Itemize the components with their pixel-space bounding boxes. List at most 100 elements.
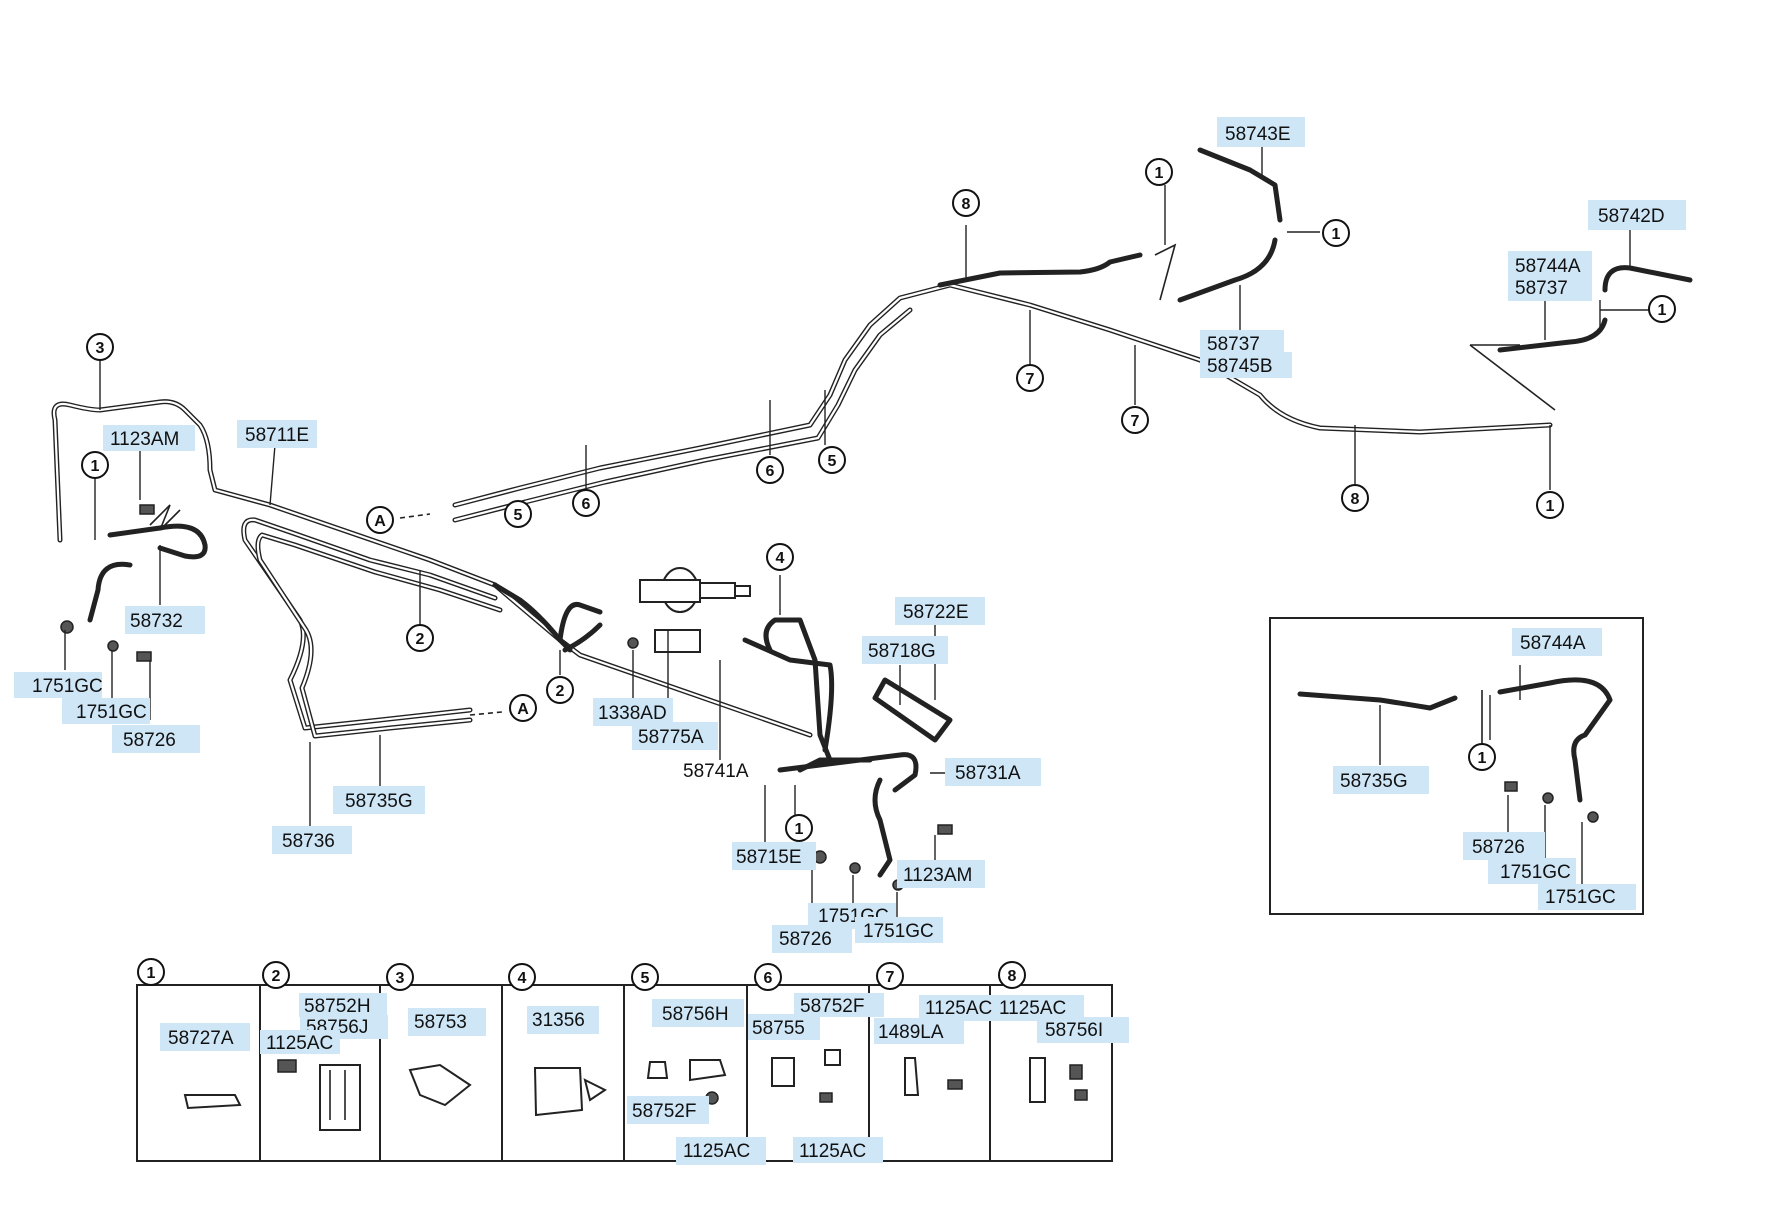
inset-label-58726: 58726 [1463, 832, 1545, 860]
svg-text:4: 4 [776, 550, 785, 567]
legend-label-58752F-6: 58752F [794, 993, 884, 1017]
label-58775A: 58775A [632, 722, 718, 750]
legend-label-1489LA: 1489LA [874, 1018, 964, 1044]
svg-text:58737: 58737 [1515, 278, 1568, 299]
label-58711E: 58711E [237, 420, 317, 448]
label-1751GC-a: 1751GC [14, 672, 103, 698]
svg-text:1: 1 [1155, 165, 1164, 182]
svg-text:7: 7 [886, 969, 895, 986]
svg-text:1751GC: 1751GC [1545, 887, 1616, 908]
legend-label-1125AC-5: 1125AC [676, 1137, 766, 1165]
label-58718G: 58718G [862, 636, 948, 664]
callout-1-a: 1 [1145, 158, 1173, 186]
svg-text:58745B: 58745B [1207, 356, 1273, 377]
svg-text:1125AC: 1125AC [799, 1141, 866, 1162]
svg-text:58726: 58726 [1472, 837, 1525, 858]
svg-text:58756I: 58756I [1045, 1020, 1103, 1041]
svg-text:1338AD: 1338AD [598, 703, 667, 724]
svg-text:58742D: 58742D [1598, 206, 1665, 227]
legend-label-58755: 58755 [748, 1014, 820, 1040]
label-1751GC-d: 1751GC [855, 917, 943, 943]
svg-text:58744A: 58744A [1515, 256, 1581, 277]
callout-5-a: 5 [504, 500, 532, 528]
svg-text:4: 4 [518, 970, 527, 987]
svg-text:58775A: 58775A [638, 727, 704, 748]
svg-text:58737: 58737 [1207, 334, 1260, 355]
inset-label-1751GC-b: 1751GC [1538, 884, 1636, 910]
label-58741A: 58741A [683, 761, 749, 782]
svg-text:1: 1 [147, 965, 156, 982]
label-58726-bot: 58726 [772, 925, 852, 953]
svg-text:58718G: 58718G [868, 641, 936, 662]
svg-text:58735G: 58735G [345, 791, 413, 812]
label-58731A: 58731A [945, 758, 1041, 786]
svg-text:1: 1 [1658, 302, 1667, 319]
svg-text:6: 6 [766, 463, 775, 480]
label-58736: 58736 [272, 826, 352, 854]
svg-text:58756H: 58756H [662, 1004, 729, 1025]
svg-text:58731A: 58731A [955, 763, 1021, 784]
break-marks [149, 243, 1556, 531]
label-1751GC-b: 1751GC [62, 698, 150, 724]
label-58742D: 58742D [1588, 200, 1686, 230]
svg-text:1: 1 [91, 458, 100, 475]
master-cylinder [627, 567, 751, 653]
label-58735G-main: 58735G [333, 786, 425, 814]
svg-text:8: 8 [962, 196, 971, 213]
svg-text:58752F: 58752F [632, 1101, 696, 1122]
callout-5-b: 5 [818, 446, 846, 474]
svg-text:8: 8 [1008, 968, 1017, 985]
inset-label-58744A: 58744A [1512, 628, 1602, 656]
label-58743E: 58743E [1217, 117, 1305, 147]
svg-text:1751GC: 1751GC [32, 676, 103, 697]
bracket-58718G [872, 677, 953, 743]
callout-2-a: 2 [406, 624, 434, 652]
legend-3: 3 [386, 963, 414, 991]
svg-text:58743E: 58743E [1225, 124, 1291, 145]
callout-1-d: 1 [1536, 491, 1564, 519]
callout-1-b: 1 [1322, 219, 1350, 247]
svg-text:1: 1 [795, 821, 804, 838]
svg-text:6: 6 [582, 496, 591, 513]
callout-8-a: 8 [952, 189, 980, 217]
label-1123AM-left: 1123AM [103, 425, 195, 451]
svg-text:1: 1 [1332, 226, 1341, 243]
fasteners [60, 504, 1599, 891]
svg-text:58732: 58732 [130, 611, 183, 632]
callout-7-b: 7 [1121, 406, 1149, 434]
inset-label-1751GC-a: 1751GC [1488, 858, 1576, 884]
callout-7-a: 7 [1016, 364, 1044, 392]
label-1338AD: 1338AD [593, 698, 673, 726]
callout-circles: 1 1 1 1 1 1 1 2 2 3 4 5 5 6 6 7 7 8 8 1 … [81, 158, 1676, 991]
legend-1: 1 [137, 958, 165, 986]
label-58732: 58732 [125, 606, 205, 634]
svg-text:6: 6 [764, 970, 773, 987]
callout-4: 4 [766, 543, 794, 571]
svg-text:7: 7 [1131, 413, 1140, 430]
svg-text:1123AM: 1123AM [903, 865, 972, 886]
svg-text:1: 1 [1546, 498, 1555, 515]
svg-text:58741A: 58741A [683, 761, 749, 782]
svg-text:1125AC: 1125AC [683, 1141, 750, 1162]
part-labels: 58743E 58742D 58744A 58737 58737 58745B … [14, 117, 1686, 1165]
svg-text:58726: 58726 [123, 730, 176, 751]
svg-text:58752H: 58752H [304, 996, 371, 1017]
inset-detail-box [1269, 617, 1644, 915]
svg-text:3: 3 [396, 970, 405, 987]
legend-label-31356: 31356 [527, 1006, 599, 1034]
callout-1-c: 1 [1648, 295, 1676, 323]
callout-2-b: 2 [546, 676, 574, 704]
callout-6-a: 6 [572, 489, 600, 517]
legend-label-1125AC-2: 1125AC [260, 1030, 340, 1054]
label-1123AM-right: 1123AM [897, 860, 985, 888]
svg-text:58711E: 58711E [245, 425, 309, 446]
svg-text:58715E: 58715E [736, 847, 802, 868]
legend-table [136, 984, 1113, 1162]
legend-4: 4 [508, 963, 536, 991]
inset-label-58735G: 58735G [1333, 766, 1429, 794]
svg-text:1125AC: 1125AC [266, 1033, 333, 1054]
svg-text:1125AC: 1125AC [999, 998, 1066, 1019]
svg-text:2: 2 [556, 683, 565, 700]
svg-text:58722E: 58722E [903, 602, 969, 623]
